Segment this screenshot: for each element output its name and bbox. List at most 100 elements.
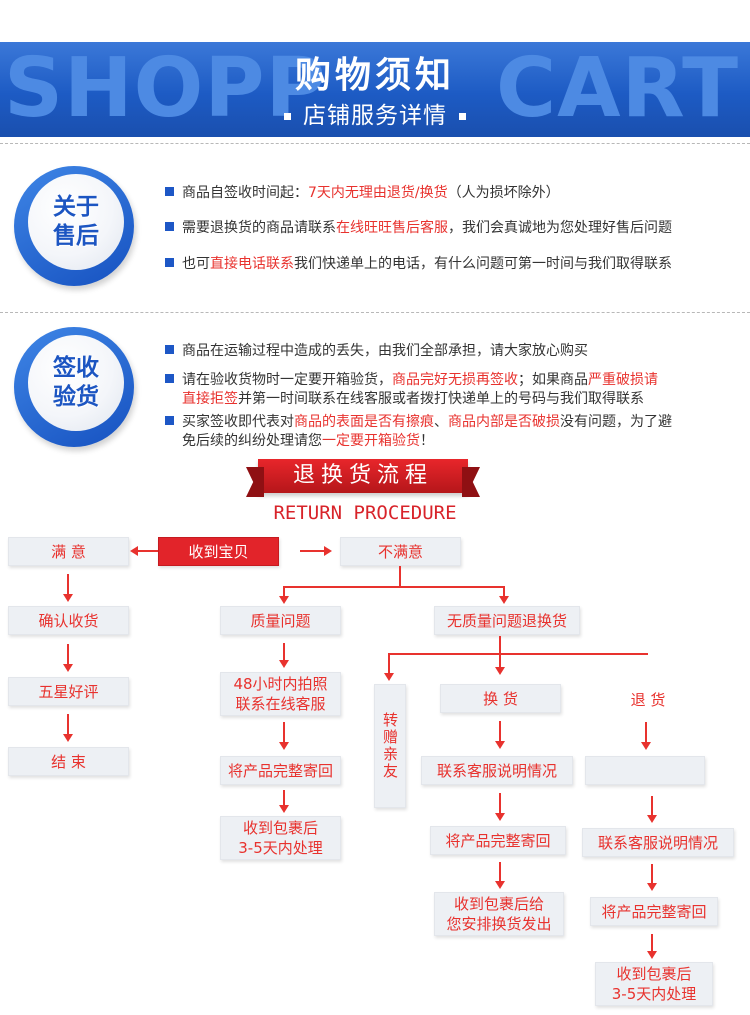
text: ，我们会真诚地为您处理好售后问题 — [448, 220, 672, 236]
highlight-text: 商品的表面是否有擦痕 — [294, 414, 434, 430]
highlight-text: 在线旺旺售后客服 — [336, 220, 448, 236]
square-bullet-icon — [165, 416, 174, 425]
square-bullet-icon — [284, 113, 291, 120]
text: ；如果商品 — [518, 372, 588, 388]
text: 买家签收即代表对 — [182, 414, 294, 430]
inspection-item: 商品在运输过程中造成的丢失，由我们全部承担，请大家放心购买 — [165, 342, 745, 361]
flow-line — [300, 550, 324, 552]
square-bullet-icon — [459, 113, 466, 120]
ribbon-fold — [462, 467, 480, 497]
highlight-text: 直接拒签 — [182, 391, 238, 407]
highlight-text: 商品内部是否破损 — [448, 414, 560, 430]
after-sale-badge: 关于售后 — [14, 166, 134, 286]
text: 也可 — [182, 256, 210, 272]
arrow-down-icon — [495, 741, 505, 749]
arrow-down-icon — [495, 813, 505, 821]
flow-line — [651, 864, 653, 884]
box-line: 收到包裹后 — [616, 965, 692, 983]
highlight-text: 7天内无理由退货/换货 — [308, 185, 448, 201]
arrow-down-icon — [384, 673, 394, 681]
arrow-down-icon — [63, 664, 73, 672]
inspection-item: 买家签收即代表对商品的表面是否有擦痕、商品内部是否破损没有问题，为了避免后续的纠… — [165, 413, 745, 451]
arrow-down-icon — [647, 815, 657, 823]
text: 免后续的纠纷处理请您 — [182, 433, 322, 449]
no-quality-box: 无质量问题退换货 — [434, 606, 580, 635]
arrow-down-icon — [279, 596, 289, 604]
text: 请在验收货物时一定要开箱验货， — [182, 372, 392, 388]
arrow-down-icon — [279, 742, 289, 750]
procedure-subtitle: RETURN PROCEDURE — [273, 502, 457, 524]
arrow-down-icon — [279, 660, 289, 668]
five-star-box: 五星好评 — [8, 677, 129, 706]
banner-bg-word-right: CART — [496, 42, 740, 136]
arrow-left-icon — [130, 546, 138, 556]
badge-line: 验货 — [53, 384, 99, 410]
text: 商品自签收时间起： — [182, 185, 308, 201]
flow-line — [283, 722, 285, 742]
banner-subtitle-row: 店铺服务详情 — [0, 101, 750, 131]
highlight-text: 严重破损请 — [588, 372, 658, 388]
flow-line — [499, 721, 501, 741]
box-line: 联系在线客服 — [235, 695, 326, 713]
arrow-down-icon — [647, 883, 657, 891]
procedure-ribbon: 退换货流程 — [246, 459, 480, 497]
shop-banner: SHOPP CART 购物须知 店铺服务详情 — [0, 42, 750, 137]
banner-subtitle: 店铺服务详情 — [303, 103, 447, 129]
text: 我们快递单上的电话，有什么问题可第一时间与我们取得联系 — [294, 256, 672, 272]
divider — [0, 312, 750, 313]
box-line: 3-5天内处理 — [611, 985, 697, 1003]
flow-line — [503, 586, 505, 596]
text: 没有问题，为了避 — [560, 414, 672, 430]
refund-send-back-box: 将产品完整寄回 — [590, 897, 718, 926]
inspection-badge: 签收验货 — [14, 327, 134, 447]
flow-line — [283, 586, 285, 596]
square-bullet-icon — [165, 222, 174, 231]
highlight-text: 商品完好无损再签收 — [392, 372, 518, 388]
highlight-text: 一定要开箱验货 — [322, 433, 420, 449]
arrange-box: 收到包裹后给您安排换货发出 — [434, 892, 564, 936]
arrow-down-icon — [495, 667, 505, 675]
box-line: 收到包裹后给 — [453, 895, 544, 913]
banner-title: 购物须知 — [294, 55, 455, 96]
photo-contact-box: 48小时内拍照联系在线客服 — [220, 672, 341, 716]
square-bullet-icon — [165, 345, 174, 354]
after-sale-item: 也可直接电话联系我们快递单上的电话，有什么问题可第一时间与我们取得联系 — [165, 255, 745, 274]
procedure-title: 退换货流程 — [292, 463, 433, 488]
square-bullet-icon — [165, 187, 174, 196]
flow-line — [645, 722, 647, 742]
after-sale-item: 需要退换货的商品请联系在线旺旺售后客服，我们会真诚地为您处理好售后问题 — [165, 219, 745, 238]
quality-box: 质量问题 — [220, 606, 341, 635]
flow-line — [283, 586, 505, 588]
confirm-box: 确认收货 — [8, 606, 129, 635]
arrow-down-icon — [63, 594, 73, 602]
exchange-send-back-box: 将产品完整寄回 — [430, 826, 566, 855]
flow-line — [499, 793, 501, 813]
exchange-box: 换 货 — [440, 684, 561, 713]
divider — [0, 143, 750, 144]
badge-line: 关于 — [53, 194, 99, 220]
flow-line — [651, 934, 653, 952]
badge-line: 签收 — [53, 355, 99, 381]
refund-process-box: 收到包裹后 3-5天内处理 — [595, 962, 713, 1006]
flow-line — [388, 653, 390, 673]
box-line: 收到包裹后 — [242, 819, 318, 837]
text: （人为损坏除外） — [447, 185, 560, 201]
flow-line — [388, 653, 648, 655]
arrow-right-icon — [324, 546, 332, 556]
arrow-down-icon — [495, 881, 505, 889]
box-line: 3-5天内处理 — [238, 839, 323, 857]
arrow-down-icon — [279, 805, 289, 813]
arrow-down-icon — [63, 734, 73, 742]
flow-line — [67, 574, 69, 594]
square-bullet-icon — [165, 258, 174, 267]
contact-cs-box: 联系客服说明情况 — [421, 756, 573, 785]
square-bullet-icon — [165, 374, 174, 383]
flow-line — [651, 796, 653, 816]
flow-line — [399, 566, 401, 586]
flow-line — [499, 636, 501, 668]
highlight-text: 直接电话联系 — [210, 256, 294, 272]
banner-bg-word-left: SHOPP — [4, 42, 327, 136]
unsatisfied-box: 不满意 — [340, 537, 461, 566]
badge-line: 售后 — [53, 223, 99, 249]
arrow-down-icon — [499, 596, 509, 604]
